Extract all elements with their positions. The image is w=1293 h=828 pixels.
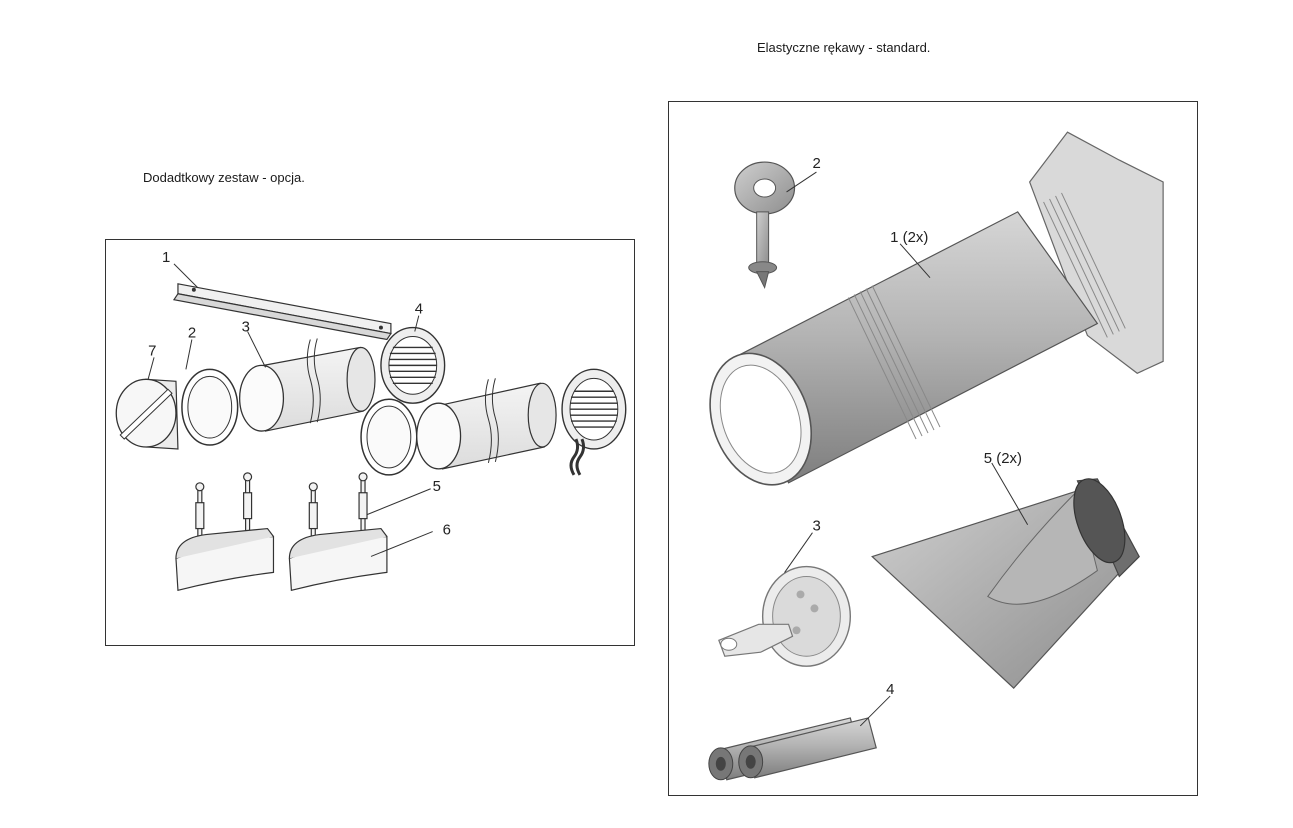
label-saddles: 6 bbox=[443, 522, 451, 539]
optional-kit-caption: Dodadtkowy zestaw - opcja. bbox=[143, 170, 305, 185]
vent-grille-1 bbox=[380, 326, 446, 404]
mounting-ring-2 bbox=[360, 398, 418, 476]
label-key: 2 bbox=[812, 155, 820, 172]
end-cap bbox=[115, 378, 179, 450]
leader-lines-right bbox=[784, 171, 1029, 727]
label-rollers: 4 bbox=[886, 681, 894, 698]
mounting-key bbox=[734, 161, 796, 290]
label-ring: 2 bbox=[188, 325, 196, 342]
leader-lines bbox=[147, 263, 433, 557]
pipe-section-2 bbox=[416, 378, 557, 470]
sleeve-tube bbox=[709, 131, 1164, 486]
wall-plate-with-bolt bbox=[718, 565, 852, 667]
standard-sleeves-caption: Elastyczne rękawy - standard. bbox=[757, 40, 931, 55]
bolts bbox=[195, 472, 368, 542]
flat-nozzle bbox=[871, 478, 1140, 689]
vent-grille-2 bbox=[561, 368, 627, 476]
mounting-rail bbox=[172, 283, 392, 341]
label-end-cap: 7 bbox=[148, 342, 156, 359]
saddle-clamps bbox=[175, 527, 388, 592]
label-grille: 4 bbox=[415, 301, 423, 318]
label-sleeve: 1 (2x) bbox=[890, 229, 928, 246]
label-nozzle: 5 (2x) bbox=[984, 450, 1022, 467]
label-bolts: 5 bbox=[433, 478, 441, 495]
pipe-section-1 bbox=[238, 338, 376, 432]
label-pipe: 3 bbox=[242, 319, 250, 336]
standard-sleeves-drawing: 2 1 (2x) 3 5 (2x) 4 bbox=[708, 131, 1164, 781]
foam-rollers bbox=[708, 717, 877, 781]
optional-kit-diagram: 1 2 3 4 5 6 7 bbox=[105, 239, 635, 646]
mounting-ring bbox=[181, 368, 239, 446]
label-plate: 3 bbox=[812, 518, 820, 535]
optional-kit-drawing: 1 2 3 4 5 6 7 bbox=[115, 249, 627, 592]
standard-sleeves-diagram: 2 1 (2x) 3 5 (2x) 4 bbox=[668, 101, 1198, 796]
label-rail: 1 bbox=[162, 249, 170, 266]
